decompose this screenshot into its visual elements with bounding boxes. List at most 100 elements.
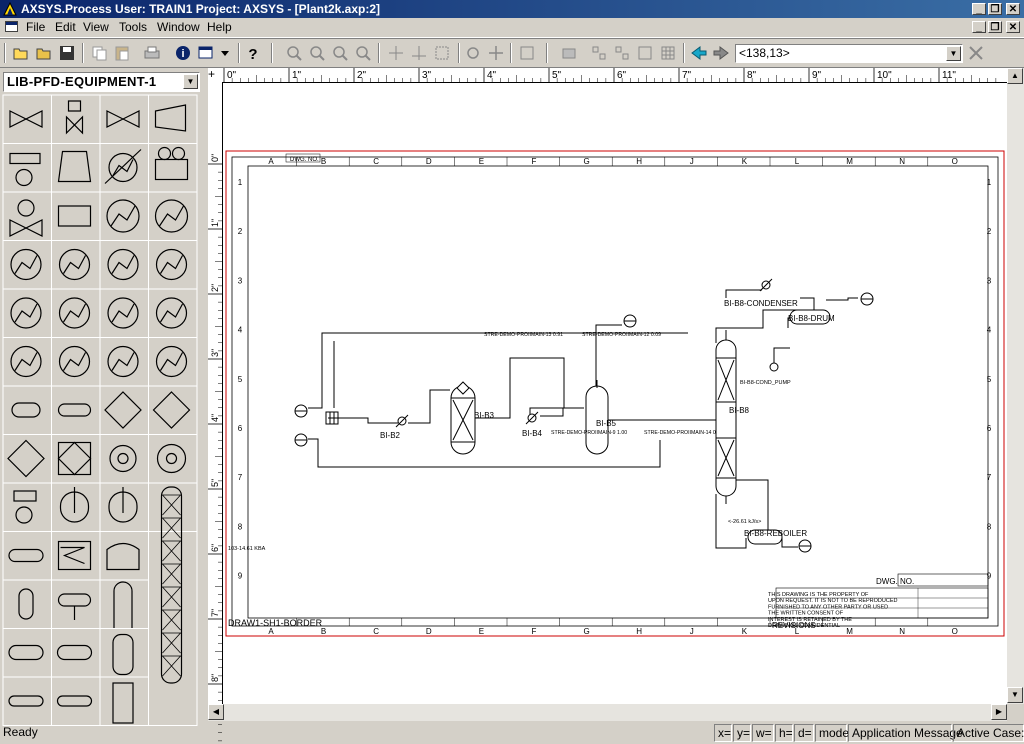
document-icon[interactable] bbox=[5, 21, 18, 32]
heat-exchanger-icon[interactable] bbox=[99, 191, 149, 241]
zoom-window-icon[interactable] bbox=[331, 44, 349, 62]
pump-icon[interactable] bbox=[2, 385, 52, 435]
compressor-icon[interactable] bbox=[148, 94, 198, 144]
drum-icon[interactable] bbox=[2, 628, 52, 678]
menu-window[interactable]: Window bbox=[157, 20, 200, 34]
scroll-down-button[interactable]: ▼ bbox=[1007, 687, 1023, 703]
packed-column-icon[interactable] bbox=[148, 486, 198, 726]
mixer-icon[interactable] bbox=[2, 434, 52, 484]
heat-exchanger-icon[interactable] bbox=[51, 337, 101, 387]
group-icon[interactable] bbox=[636, 44, 654, 62]
connect-icon[interactable] bbox=[518, 44, 536, 62]
column-icon[interactable] bbox=[99, 676, 149, 726]
scroll-left-button[interactable]: ◀ bbox=[208, 704, 224, 720]
copy-icon[interactable] bbox=[90, 44, 108, 62]
mixer-icon[interactable] bbox=[99, 385, 149, 435]
chevron-down-icon[interactable]: ▼ bbox=[183, 74, 198, 89]
agitated-tank-icon[interactable] bbox=[51, 482, 101, 532]
control-valve-icon[interactable] bbox=[51, 94, 101, 144]
move-icon[interactable] bbox=[487, 44, 505, 62]
valve-icon[interactable] bbox=[2, 94, 52, 144]
crosshair-icon[interactable] bbox=[387, 44, 405, 62]
heat-exchanger-icon[interactable] bbox=[148, 337, 198, 387]
drum-icon[interactable] bbox=[51, 628, 101, 678]
grid-icon[interactable] bbox=[659, 44, 677, 62]
distribute-icon[interactable] bbox=[613, 44, 631, 62]
scroll-right-button[interactable]: ▶ bbox=[991, 704, 1007, 720]
rotate-icon[interactable] bbox=[464, 44, 482, 62]
coordinate-combo[interactable]: <138,13> ▼ bbox=[735, 44, 963, 63]
blower-icon[interactable] bbox=[99, 434, 149, 484]
heater-icon[interactable] bbox=[2, 531, 52, 581]
back-arrow-icon[interactable] bbox=[690, 44, 708, 62]
doc-close-button[interactable]: ✕ bbox=[1006, 21, 1020, 33]
agitated-tank-icon[interactable] bbox=[99, 482, 149, 532]
heater-icon[interactable] bbox=[2, 676, 52, 726]
heat-exchanger-icon[interactable] bbox=[2, 288, 52, 338]
properties-icon[interactable] bbox=[197, 44, 215, 62]
splitter-icon[interactable] bbox=[148, 385, 198, 435]
heat-exchanger-icon[interactable] bbox=[99, 288, 149, 338]
folder-icon[interactable] bbox=[35, 44, 53, 62]
open-icon[interactable] bbox=[12, 44, 30, 62]
menu-help[interactable]: Help bbox=[207, 20, 232, 34]
zoom-in-icon[interactable] bbox=[285, 44, 303, 62]
heat-exchanger-icon[interactable] bbox=[99, 337, 149, 387]
forward-arrow-icon[interactable] bbox=[712, 44, 730, 62]
column-icon[interactable] bbox=[148, 482, 198, 532]
heater-icon[interactable] bbox=[51, 385, 101, 435]
menu-view[interactable]: View bbox=[83, 20, 109, 34]
heat-exchanger-icon[interactable] bbox=[51, 288, 101, 338]
pump-icon[interactable] bbox=[2, 191, 52, 241]
vessel-icon[interactable] bbox=[51, 191, 101, 241]
select-icon[interactable] bbox=[433, 44, 451, 62]
scroll-up-button[interactable]: ▲ bbox=[1007, 68, 1023, 84]
info-icon[interactable]: i bbox=[174, 44, 192, 62]
flash-drum-icon[interactable] bbox=[2, 579, 52, 629]
doc-minimize-button[interactable]: _ bbox=[972, 21, 986, 33]
paste-icon[interactable] bbox=[113, 44, 131, 62]
column-icon[interactable] bbox=[99, 628, 149, 678]
heat-exchanger-icon[interactable] bbox=[148, 191, 198, 241]
snap-icon[interactable] bbox=[410, 44, 428, 62]
menu-tools[interactable]: Tools bbox=[119, 20, 148, 34]
air-cooler-icon[interactable] bbox=[148, 143, 198, 193]
zoom-out-icon[interactable] bbox=[308, 44, 326, 62]
heat-exchanger-icon[interactable] bbox=[148, 240, 198, 290]
pump-icon[interactable] bbox=[2, 482, 52, 532]
close-button[interactable]: ✕ bbox=[1006, 3, 1020, 15]
heat-exchanger-icon[interactable] bbox=[2, 240, 52, 290]
help-icon[interactable]: ? bbox=[244, 44, 262, 63]
vertical-scrollbar[interactable]: ▲ ▼ bbox=[1007, 68, 1024, 704]
minimize-button[interactable]: _ bbox=[972, 3, 986, 15]
heat-exchanger-icon[interactable] bbox=[99, 240, 149, 290]
storage-tank-icon[interactable] bbox=[99, 531, 149, 581]
horizontal-scrollbar[interactable]: ◀ ▶ bbox=[208, 704, 1007, 721]
heat-exchanger-icon[interactable] bbox=[2, 337, 52, 387]
align-icon[interactable] bbox=[590, 44, 608, 62]
furnace-icon[interactable] bbox=[51, 531, 101, 581]
zoom-fit-icon[interactable] bbox=[354, 44, 372, 62]
save-icon[interactable] bbox=[58, 44, 76, 62]
heat-exchanger-icon[interactable] bbox=[51, 240, 101, 290]
chevron-down-icon[interactable]: ▼ bbox=[946, 46, 961, 61]
menu-file[interactable]: File bbox=[26, 20, 46, 34]
heater-icon[interactable] bbox=[51, 676, 101, 726]
library-select[interactable]: LIB-PFD-EQUIPMENT-1 ▼ bbox=[3, 72, 200, 92]
doc-restore-button[interactable]: ❐ bbox=[988, 21, 1002, 33]
heat-exchanger-icon[interactable] bbox=[148, 288, 198, 338]
pump-icon[interactable] bbox=[2, 143, 52, 193]
drawing-canvas[interactable]: 0"1"2"3"4"5"6"7"8"9"10"11" 0"1"2"3"4"5"6… bbox=[208, 68, 1007, 742]
fan-icon[interactable] bbox=[148, 434, 198, 484]
library-icon[interactable] bbox=[560, 44, 578, 62]
cancel-icon[interactable] bbox=[967, 44, 985, 62]
heat-exchanger-icon[interactable] bbox=[99, 143, 149, 193]
valve-icon[interactable] bbox=[99, 94, 149, 144]
restore-button[interactable]: ❐ bbox=[988, 3, 1002, 15]
drum-icon[interactable] bbox=[51, 579, 101, 629]
compressor-icon[interactable] bbox=[51, 143, 101, 193]
print-icon[interactable] bbox=[143, 44, 161, 62]
reactor-icon[interactable] bbox=[51, 434, 101, 484]
menu-edit[interactable]: Edit bbox=[55, 20, 76, 34]
chevron-down-icon[interactable] bbox=[216, 44, 234, 62]
